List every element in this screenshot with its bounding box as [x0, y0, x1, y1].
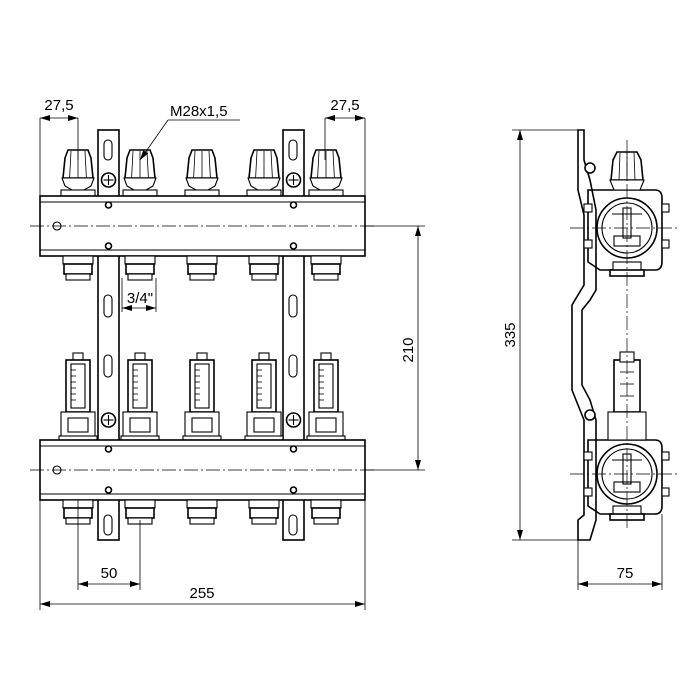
dim-right-offset: 27,5	[330, 97, 359, 114]
outlet-fitting	[62, 255, 94, 281]
outlet-fitting	[124, 255, 156, 281]
valve-cap	[246, 149, 282, 197]
bracket-bolt	[289, 242, 298, 250]
dim-thread: M28x1,5	[170, 103, 228, 120]
bracket-bolt	[104, 201, 113, 209]
bracket-bolt	[104, 445, 113, 453]
dim-depth: 75	[617, 565, 634, 582]
outlet-fitting	[186, 499, 218, 525]
dim-overall-width: 255	[189, 585, 214, 602]
dimensions: 27,5 27,5 M28x1,5 3/4" 210 50 255	[39, 97, 663, 610]
outlet-fitting	[248, 255, 280, 281]
valve-cap	[184, 149, 220, 197]
dim-outlet-thread: 3/4"	[127, 290, 153, 307]
flowmeter	[58, 352, 98, 441]
clamp-screw	[285, 412, 302, 428]
valve-cap	[122, 149, 158, 197]
dim-overall-height: 335	[502, 322, 519, 347]
dim-bar-spacing: 210	[400, 337, 417, 362]
flowmeter	[120, 352, 160, 441]
front-view	[30, 129, 375, 541]
side-view	[570, 129, 680, 541]
valve-cap	[60, 149, 96, 197]
dim-outlet-pitch: 50	[101, 565, 118, 582]
supply-bar	[39, 149, 366, 281]
outlet-fitting	[186, 255, 218, 281]
clamp-screw	[100, 172, 117, 188]
clamp-screw	[285, 172, 302, 188]
outlet-fitting	[248, 499, 280, 525]
clamp-screw	[100, 412, 117, 428]
bracket-bolt	[289, 445, 298, 453]
flowmeter	[306, 352, 346, 441]
flowmeter	[182, 352, 222, 441]
bracket-bolt	[289, 201, 298, 209]
dim-left-offset: 27,5	[44, 97, 73, 114]
return-bar	[39, 352, 366, 525]
valve-cap	[308, 149, 344, 197]
bracket-bolt	[104, 486, 113, 494]
outlet-fitting	[310, 499, 342, 525]
bracket-bolt	[289, 486, 298, 494]
flowmeter	[244, 352, 284, 441]
bracket-bolt	[104, 242, 113, 250]
outlet-fitting	[310, 255, 342, 281]
